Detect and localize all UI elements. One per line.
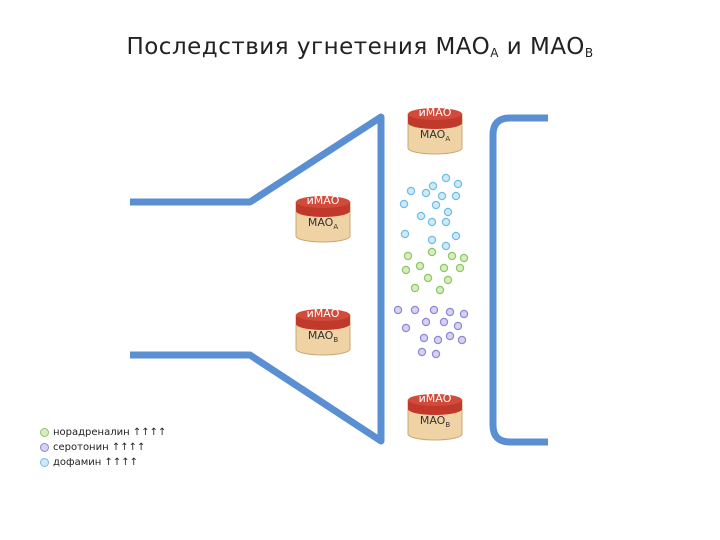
title-main: Последствия угнетения MAO (126, 34, 491, 60)
noradrenaline-molecule (423, 273, 433, 283)
serotonin-molecule (453, 321, 463, 331)
drum-shape (295, 309, 351, 356)
inhibitor-label: иМАО (306, 307, 340, 320)
legend-item-noradrenaline: норадреналин ↑↑↑↑ (40, 425, 166, 440)
mao-a-drum-2: иМАО MAOA (293, 192, 353, 244)
serotonin-molecule (457, 335, 467, 345)
noradrenaline-molecule (459, 253, 469, 263)
dopamine-molecule (416, 211, 426, 221)
dopamine-molecule (441, 217, 451, 227)
noradrenaline-molecule (427, 247, 437, 257)
postsynaptic-membrane (489, 114, 548, 446)
mao-b-drum-1: иМАО MAOB (293, 305, 353, 357)
serotonin-molecule (417, 347, 427, 357)
dopamine-molecule (399, 199, 409, 209)
presynaptic-membrane (130, 113, 385, 445)
noradrenaline-molecule (403, 251, 413, 261)
dopamine-molecule (443, 207, 453, 217)
title-sub-b: B (584, 46, 594, 60)
noradrenaline-molecule (439, 263, 449, 273)
enzyme-label: MAOA (307, 216, 339, 232)
purple-dot-icon (40, 443, 49, 452)
inhibitor-label: иМАО (418, 106, 452, 119)
inhibitor-label: иМАО (306, 194, 340, 207)
drum-shape (407, 394, 463, 441)
dopamine-molecule (421, 188, 431, 198)
page-title: Последствия угнетения MAOA и MAOB (0, 34, 720, 60)
mao-b-drum-2: иМАО MAOB (405, 390, 465, 442)
drum-shape (407, 108, 463, 155)
dopamine-molecule (406, 186, 416, 196)
noradrenaline-molecule (443, 275, 453, 285)
noradrenaline-molecule (447, 251, 457, 261)
noradrenaline-molecule (410, 283, 420, 293)
mao-a-drum-1: иМАО MAOA (405, 104, 465, 156)
serotonin-molecule (433, 335, 443, 345)
drum-shape (295, 196, 351, 243)
dopamine-molecule (427, 235, 437, 245)
dopamine-molecule (451, 191, 461, 201)
serotonin-molecule (393, 305, 403, 315)
dopamine-molecule (437, 191, 447, 201)
inhibitor-label: иМАО (418, 392, 452, 405)
enzyme-label: MAOB (307, 329, 339, 345)
legend-item-dopamine: дофамин ↑↑↑↑ (40, 455, 166, 470)
dopamine-molecule (400, 229, 410, 239)
serotonin-molecule (410, 305, 420, 315)
legend-item-serotonin: серотонин ↑↑↑↑ (40, 440, 166, 455)
enzyme-label: MAOB (419, 414, 451, 430)
noradrenaline-molecule (415, 261, 425, 271)
legend-label: норадреналин ↑↑↑↑ (53, 427, 167, 438)
noradrenaline-molecule (435, 285, 445, 295)
serotonin-molecule (445, 307, 455, 317)
blue-dot-icon (40, 458, 49, 467)
serotonin-molecule (431, 349, 441, 359)
noradrenaline-molecule (455, 263, 465, 273)
serotonin-molecule (421, 317, 431, 327)
serotonin-molecule (401, 323, 411, 333)
serotonin-molecule (419, 333, 429, 343)
legend-label: серотонин ↑↑↑↑ (53, 442, 146, 453)
serotonin-molecule (445, 331, 455, 341)
enzyme-label: MAOA (419, 128, 451, 144)
legend-label: дофамин ↑↑↑↑ (53, 457, 138, 468)
title-sub-a: A (490, 46, 499, 60)
dopamine-molecule (451, 231, 461, 241)
serotonin-molecule (459, 309, 469, 319)
noradrenaline-molecule (401, 265, 411, 275)
molecules (393, 173, 469, 359)
dopamine-molecule (441, 241, 451, 251)
serotonin-molecule (429, 305, 439, 315)
dopamine-molecule (428, 181, 438, 191)
dopamine-molecule (441, 173, 451, 183)
dopamine-molecule (431, 200, 441, 210)
dopamine-molecule (453, 179, 463, 189)
legend: норадреналин ↑↑↑↑ серотонин ↑↑↑↑ дофамин… (40, 425, 166, 470)
title-conj: и MAO (498, 34, 585, 60)
serotonin-molecule (439, 317, 449, 327)
dopamine-molecule (427, 217, 437, 227)
green-dot-icon (40, 428, 49, 437)
